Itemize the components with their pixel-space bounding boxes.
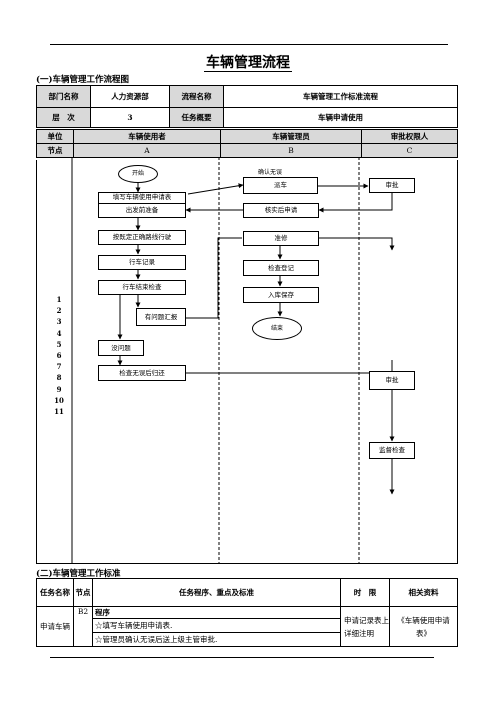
inspect-register-step: 检查登记: [243, 260, 319, 276]
node-number: 8: [56, 373, 62, 383]
task-label: 任务概要: [169, 107, 224, 128]
node-number: 5: [56, 339, 62, 349]
end-node: 结束: [252, 317, 302, 340]
node-number: 3: [56, 317, 62, 327]
approve-step-1: 审批: [369, 178, 415, 193]
section-heading-flowchart: (一)车辆管理工作流程图: [36, 75, 130, 85]
verify-apply-step: 核实后申请: [243, 203, 319, 218]
lane-b-title: 车辆管理员: [220, 129, 362, 144]
node-number: 9: [56, 384, 62, 394]
lanes-table: 单位 车辆使用者 车辆管理员 审批权限人 节点 A B C: [36, 129, 458, 158]
no-problem-step: 没问题: [98, 340, 144, 356]
col-node: 节点: [73, 578, 93, 607]
row-related-docs: 《车辆使用申请表》: [389, 606, 458, 647]
repair-step: 准修: [243, 231, 319, 246]
standards-table: 任务名称 节点 任务程序、重点及标准 时 限 相关资料 申请车辆 B2 程序 申…: [36, 578, 458, 647]
col-task-name: 任务名称: [36, 578, 74, 607]
row-time-limit: 申请记录表上详细注明: [340, 606, 390, 647]
dispatch-step: 派车: [243, 177, 318, 194]
node-label: 节点: [36, 143, 74, 158]
apply-form-step: 填写车辆使用申请表: [98, 192, 186, 203]
lane-a-title: 车辆使用者: [73, 129, 221, 144]
store-step: 入库保存: [243, 287, 319, 303]
report-problem-step: 有问题汇报: [136, 308, 186, 326]
prepare-step: 出发前准备: [98, 203, 186, 218]
col-procedure: 任务程序、重点及标准: [92, 578, 341, 607]
section-heading-standards: (二)车辆管理工作标准: [36, 569, 121, 579]
start-node: 开始: [118, 165, 158, 183]
node-number: 11: [54, 407, 64, 417]
header-table: 部门名称 人力资源部 流程名称 车辆管理工作标准流程 层 次 3 任务概要 车辆…: [36, 85, 458, 128]
row-task-name: 申请车辆: [36, 606, 74, 647]
drive-route-step: 按既定正确路线行驶: [98, 230, 186, 245]
node-number: 10: [54, 395, 64, 405]
post-trip-check-step: 行车结束检查: [98, 280, 186, 295]
page-title: 车辆管理流程: [204, 55, 292, 72]
row-node: B2: [73, 606, 93, 647]
row-proc-item: ☆管理员确认无误后送上级主管审批.: [92, 632, 341, 647]
lane-a-code: A: [73, 143, 221, 158]
node-number-list: 1 2 3 4 5 6 7 8 9 10 11: [51, 294, 67, 417]
row-proc-title: 程序: [92, 606, 341, 619]
node-number: 1: [56, 295, 62, 304]
bottom-rule: [50, 657, 434, 658]
supervise-check-step: 监督检查: [369, 442, 415, 459]
flowchart-area: [36, 160, 458, 564]
node-number: 6: [56, 351, 62, 361]
lane-c-title: 审批权限人: [361, 129, 458, 144]
return-vehicle-step: 检查无误后归还: [98, 365, 186, 381]
row-proc-item: ☆填写车辆使用申请表.: [92, 618, 341, 633]
approve-step-2: 审批: [369, 371, 415, 390]
dept-label: 部门名称: [36, 85, 91, 108]
top-rule: [50, 44, 448, 45]
node-number: 2: [56, 306, 62, 316]
lane-b-code: B: [220, 143, 362, 158]
process-label: 流程名称: [169, 85, 224, 108]
lane-c-code: C: [361, 143, 458, 158]
task-value: 车辆申请使用: [223, 107, 458, 128]
drive-record-step: 行车记录: [98, 255, 186, 270]
col-related-docs: 相关资料: [389, 578, 458, 607]
level-label: 层 次: [36, 107, 91, 128]
col-time-limit: 时 限: [340, 578, 390, 607]
confirm-note: 确认无误: [258, 169, 283, 176]
node-number: 4: [56, 328, 62, 338]
node-number: 7: [56, 362, 62, 372]
